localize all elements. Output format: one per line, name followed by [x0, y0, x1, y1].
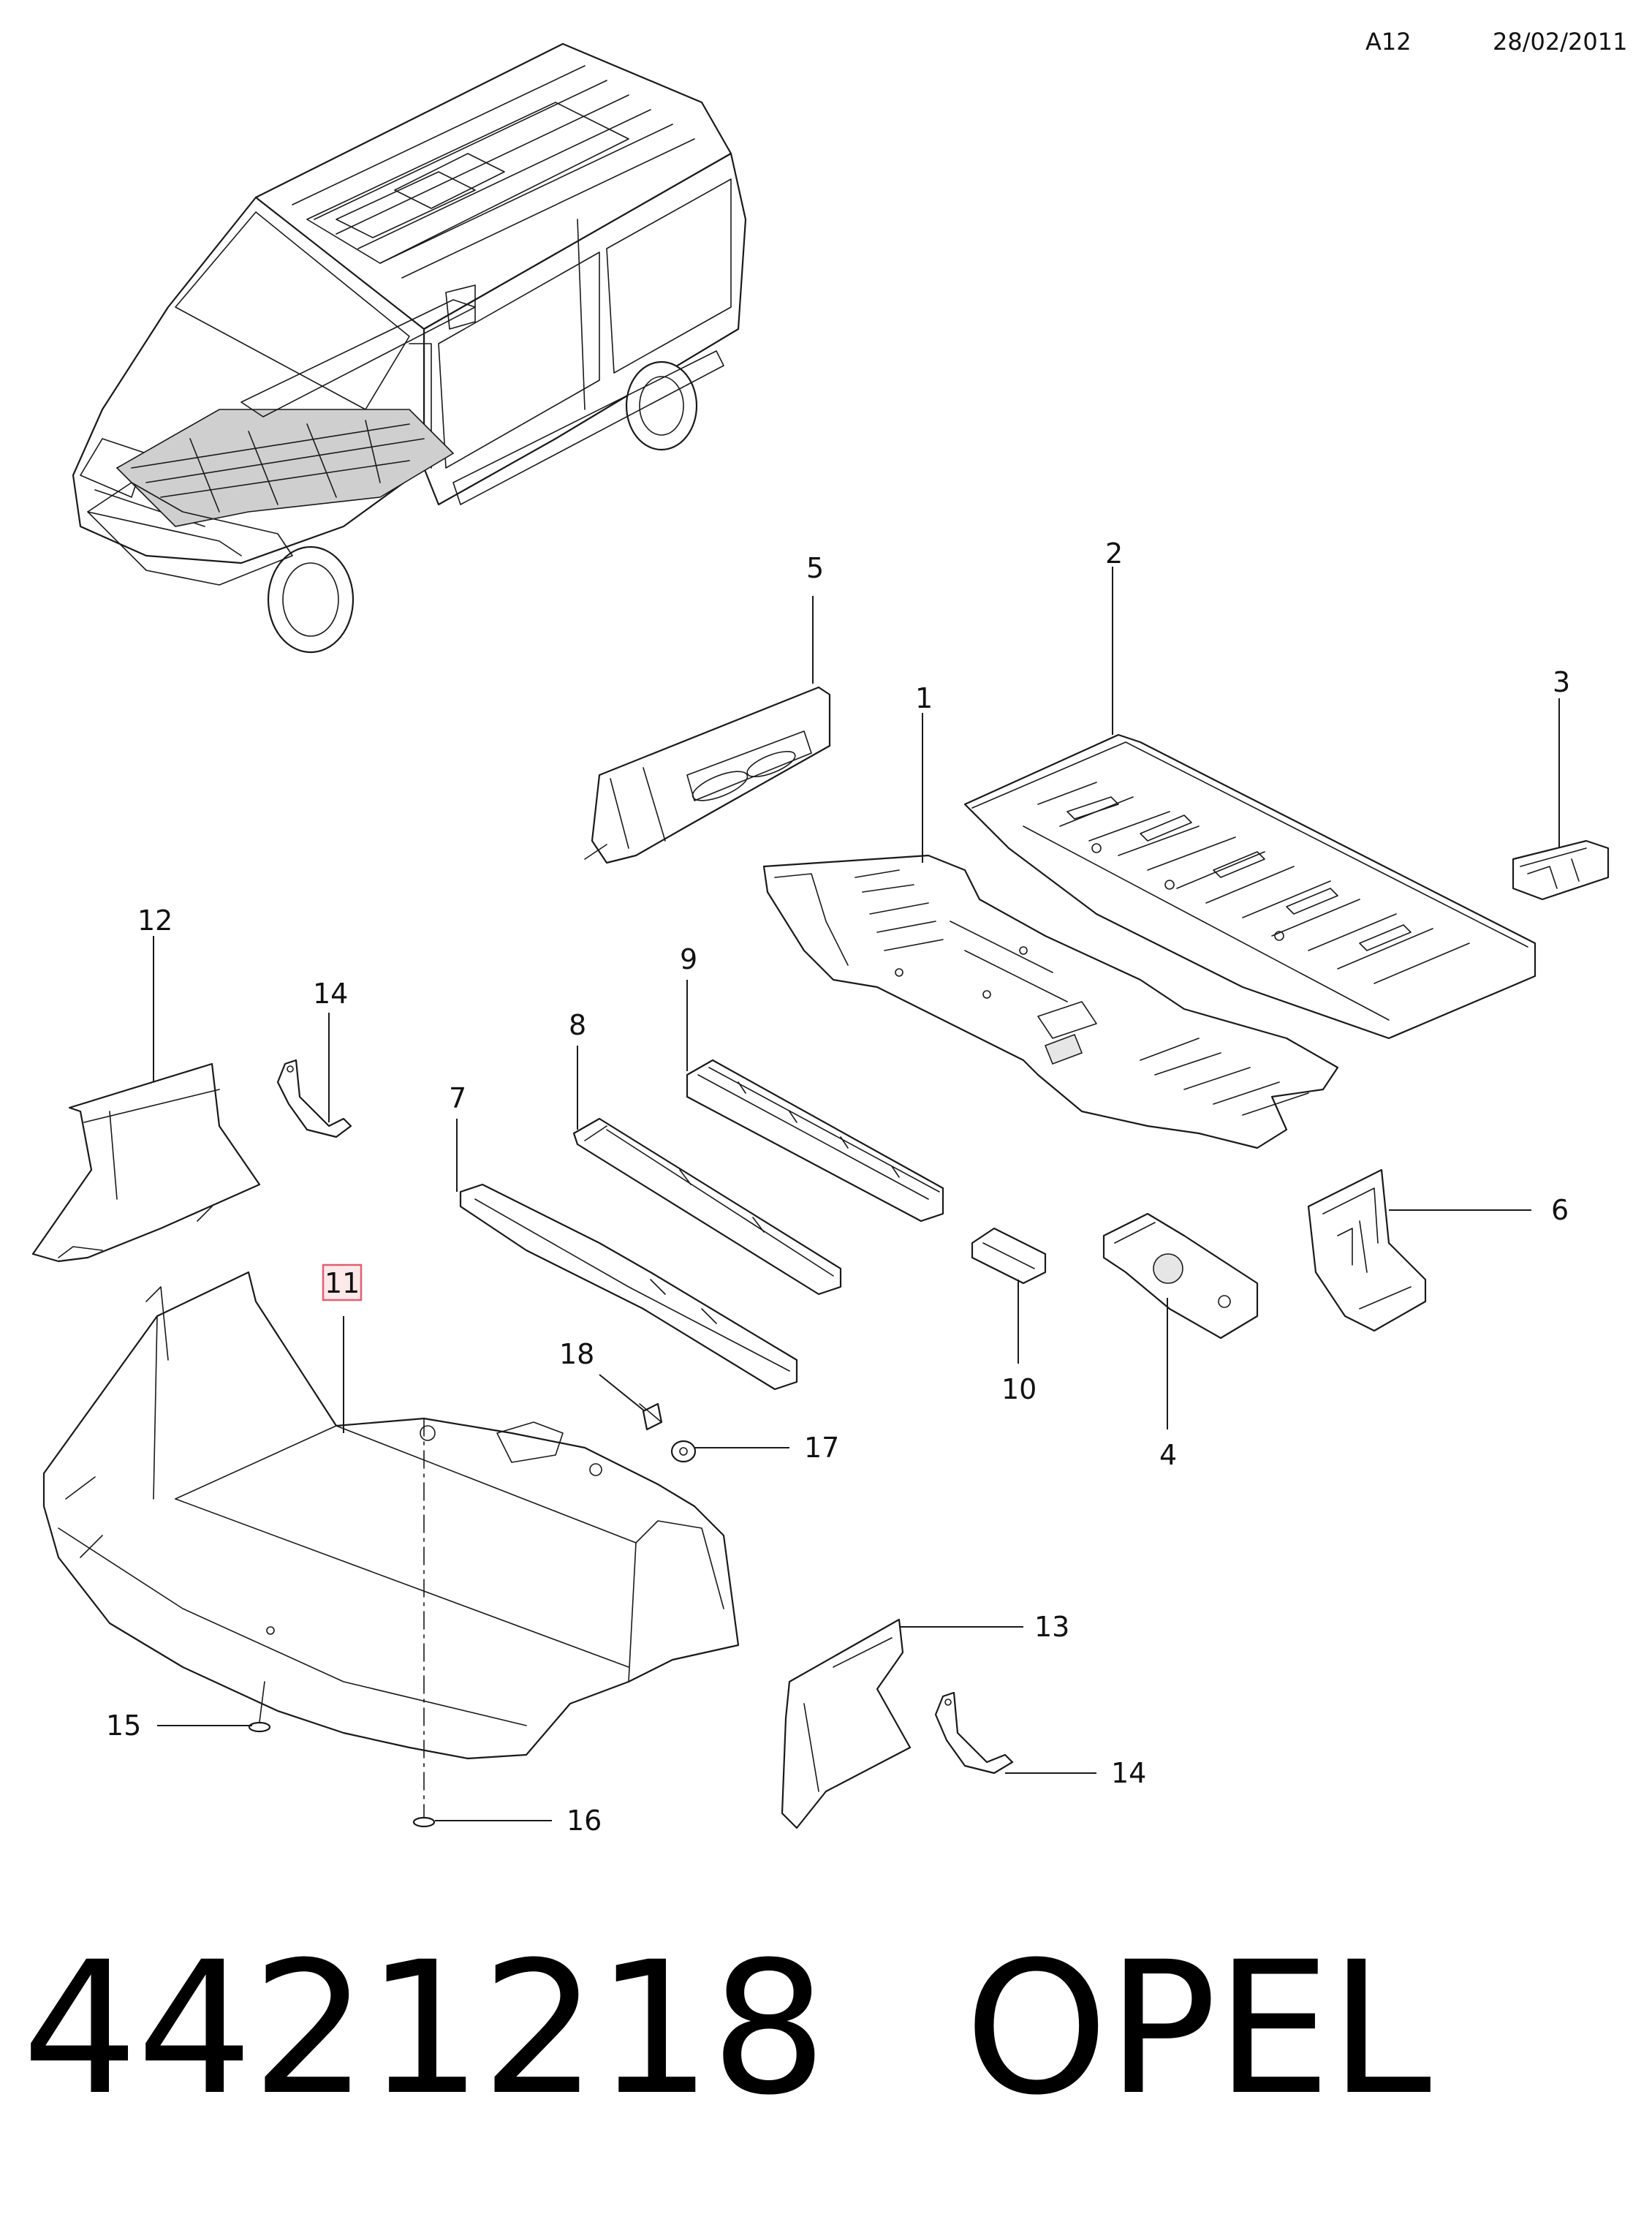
- part-7-crossmember: [459, 1183, 798, 1391]
- callout-14-upper: 14: [313, 978, 348, 1010]
- van-overview: [72, 42, 747, 654]
- part-11-undershield: [42, 1271, 740, 1760]
- fastener-17-nut: [670, 1440, 697, 1463]
- part-10-bracket: [971, 1227, 1047, 1285]
- diagram-code: A12: [1365, 28, 1412, 56]
- fastener-16-screw: [412, 1418, 436, 1828]
- part-14-clip-lower: [934, 1691, 1014, 1775]
- callout-7: 7: [449, 1082, 466, 1114]
- part-3-bracket: [1512, 839, 1610, 901]
- brand-name: OPEL: [964, 1922, 1431, 2135]
- callout-4: 4: [1159, 1439, 1177, 1471]
- part-number: 4421218: [22, 1922, 827, 2135]
- part-6-panel: [1307, 1168, 1427, 1332]
- callout-2: 2: [1105, 537, 1123, 570]
- callout-9: 9: [680, 943, 697, 975]
- callout-16: 16: [567, 1805, 602, 1837]
- highlight-box: [322, 1263, 363, 1301]
- diagram-date: 28/02/2011: [1493, 28, 1628, 56]
- callout-13: 13: [1034, 1611, 1069, 1643]
- fastener-18-bolt: [639, 1402, 663, 1431]
- part-1-center-floor: [762, 854, 1339, 1149]
- parts-diagram: 5 2 3 1 12 14 9 8 7 6 11 18 10 17 4 13 1…: [31, 42, 1610, 1837]
- callout-10: 10: [1001, 1373, 1037, 1405]
- part-5-side-panel: [584, 686, 831, 864]
- part-2-rear-floor: [963, 733, 1537, 1040]
- part-12-deflector: [31, 1062, 261, 1263]
- callout-6: 6: [1551, 1194, 1569, 1226]
- callout-11: 11: [325, 1267, 360, 1299]
- callout-5: 5: [806, 552, 824, 584]
- part-4-bracket: [1102, 1212, 1259, 1340]
- leader-lines: [153, 567, 1560, 1821]
- part-8-crossmember: [572, 1117, 842, 1296]
- part-14-clip-upper: [276, 1059, 352, 1138]
- callout-1: 1: [915, 682, 933, 714]
- callout-14-lower: 14: [1111, 1757, 1146, 1789]
- part-13-deflector: [781, 1618, 912, 1829]
- callout-15: 15: [106, 1709, 141, 1742]
- part-9-crossmember: [686, 1059, 944, 1223]
- callout-12: 12: [137, 904, 173, 937]
- footer-caption: 4421218 OPEL: [22, 1922, 1431, 2135]
- fastener-15-screw: [248, 1681, 271, 1733]
- callout-8: 8: [569, 1009, 586, 1041]
- callout-3: 3: [1553, 666, 1570, 698]
- callout-17: 17: [804, 1432, 839, 1464]
- callout-18: 18: [559, 1338, 594, 1370]
